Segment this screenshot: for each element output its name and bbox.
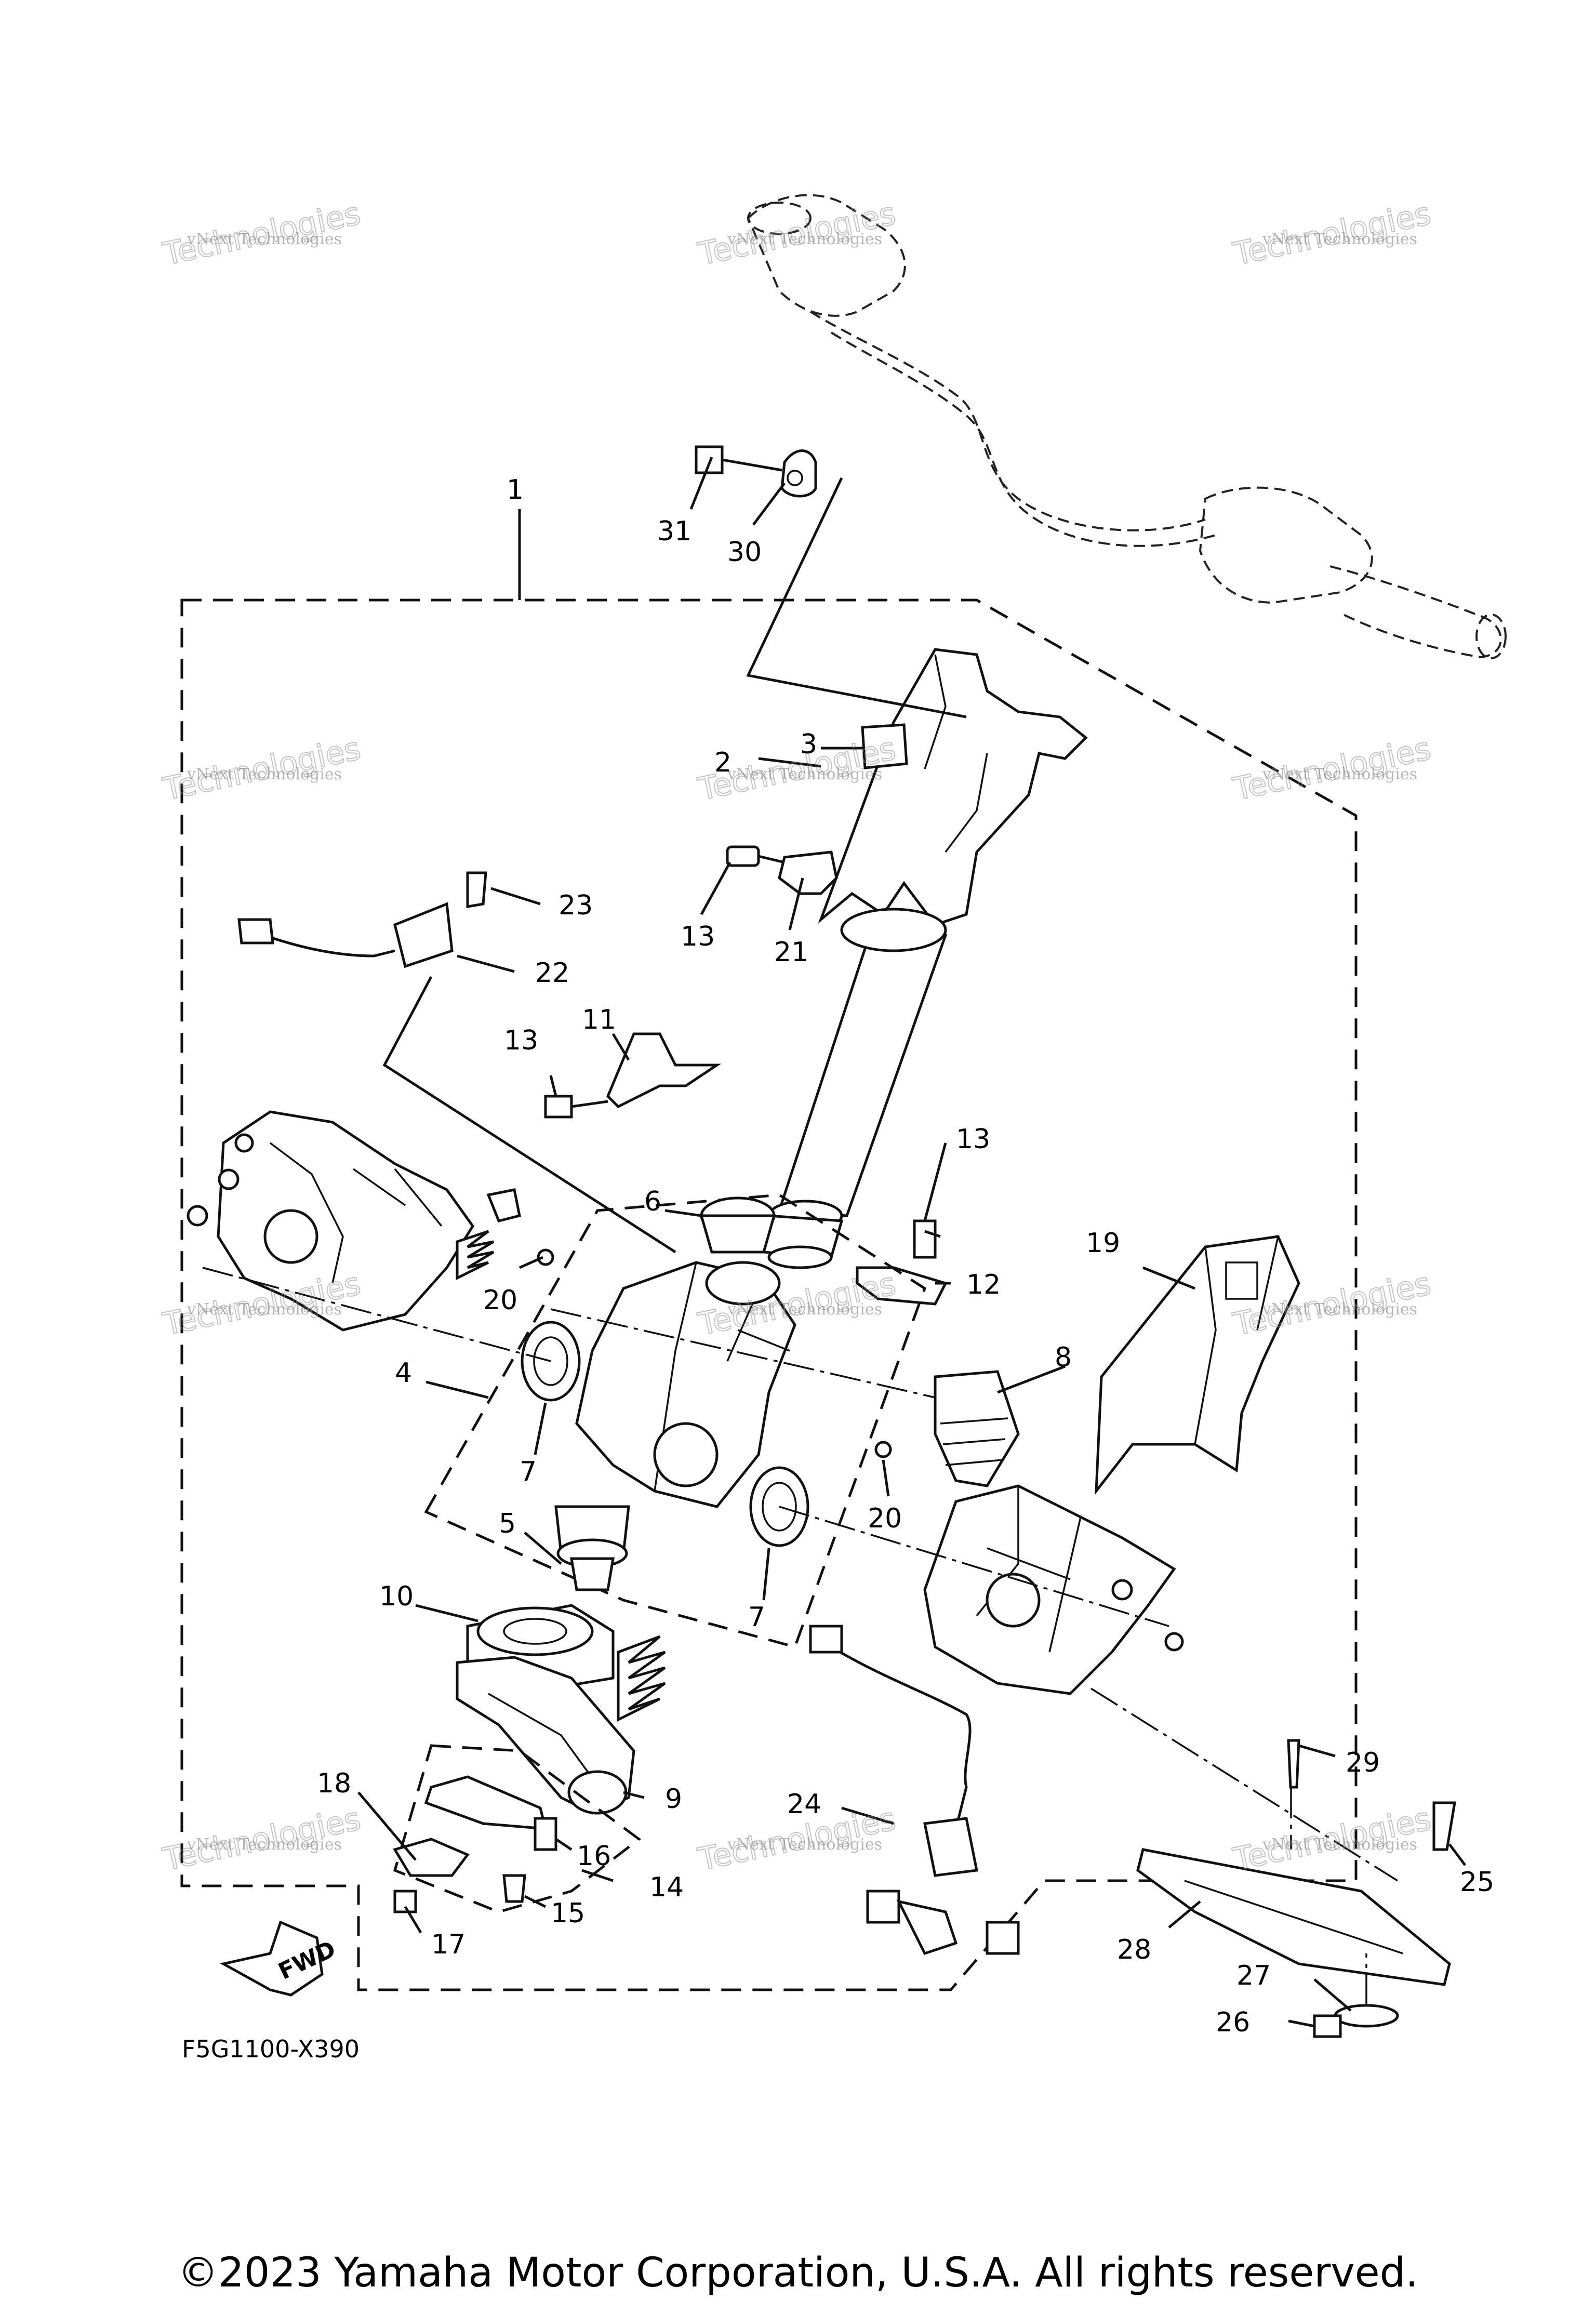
watermarks: vNext Technologies Technologies vNext Te… xyxy=(159,195,1435,1879)
cap-left xyxy=(486,1188,521,1222)
left-housing xyxy=(187,1110,475,1332)
clamp-30 xyxy=(695,445,817,498)
callout-29: 29 xyxy=(1346,1747,1380,1778)
svg-text:Technologies: Technologies xyxy=(160,730,364,808)
assembly-1-boundary xyxy=(180,599,1358,1991)
callout-13-top: 13 xyxy=(681,921,715,952)
steering-column xyxy=(762,648,1088,1269)
svg-text:Technologies: Technologies xyxy=(1230,195,1434,273)
bracket-22 xyxy=(237,871,487,968)
plate-28 xyxy=(1136,1848,1451,1986)
svg-text:vNext Technologies: vNext Technologies xyxy=(187,765,342,783)
callout-19: 19 xyxy=(1086,1228,1120,1259)
nut-20-left xyxy=(537,1248,554,1266)
arm-9 xyxy=(456,1656,635,1815)
svg-text:vNext Technologies: vNext Technologies xyxy=(1262,1836,1417,1854)
callout-27: 27 xyxy=(1236,1960,1271,1991)
svg-text:vNext Technologies: vNext Technologies xyxy=(1262,1300,1417,1319)
callout-26: 26 xyxy=(1216,2007,1250,2038)
callout-1: 1 xyxy=(507,474,524,506)
callout-7-left: 7 xyxy=(520,1456,537,1487)
plate-14 xyxy=(393,1775,557,1913)
callout-8: 8 xyxy=(1055,1342,1072,1373)
svg-text:vNext Technologies: vNext Technologies xyxy=(727,1836,882,1854)
svg-text:Technologies: Technologies xyxy=(1230,730,1434,808)
copyright-notice: ©2023 Yamaha Motor Corporation, U.S.A. A… xyxy=(178,2250,1418,2296)
callout-18: 18 xyxy=(317,1768,351,1799)
callout-24: 24 xyxy=(787,1789,821,1820)
pin-29 xyxy=(1287,1739,1300,1789)
callout-2: 2 xyxy=(714,747,732,778)
bracket-11 xyxy=(544,1032,722,1119)
callout-20-left: 20 xyxy=(483,1285,517,1316)
svg-text:Technologies: Technologies xyxy=(160,1801,364,1878)
callout-25: 25 xyxy=(1460,1867,1494,1898)
callout-12: 12 xyxy=(966,1269,1001,1300)
module-8 xyxy=(934,1370,1020,1487)
callout-6: 6 xyxy=(644,1186,661,1217)
nut-26 xyxy=(1313,2014,1342,2038)
assembly-14-boundary xyxy=(393,1744,642,1913)
callout-9: 9 xyxy=(665,1784,682,1815)
callout-13-mid: 13 xyxy=(504,1025,538,1056)
svg-text:vNext Technologies: vNext Technologies xyxy=(1262,230,1417,248)
svg-text:Technologies: Technologies xyxy=(160,195,364,273)
fwd-arrow: FWD xyxy=(220,1920,340,1997)
lead-24 xyxy=(809,1625,1020,1956)
callout-22: 22 xyxy=(535,957,569,989)
bushing-5 xyxy=(554,1505,630,1591)
svg-text:Technologies: Technologies xyxy=(695,195,899,273)
svg-text:Technologies: Technologies xyxy=(1230,1801,1434,1878)
right-housing xyxy=(923,1484,1184,1695)
callout-20-right: 20 xyxy=(868,1503,902,1534)
callout-17: 17 xyxy=(431,1929,466,1960)
callout-15: 15 xyxy=(551,1898,585,1929)
callout-7-right: 7 xyxy=(748,1602,765,1633)
washer-27 xyxy=(1334,2004,1399,2028)
bolt-25 xyxy=(1432,1801,1456,1851)
callout-21: 21 xyxy=(774,937,808,968)
callout-30: 30 xyxy=(727,537,762,568)
svg-text:vNext Technologies: vNext Technologies xyxy=(187,1300,342,1319)
collar-6 xyxy=(699,1196,776,1254)
callout-14: 14 xyxy=(649,1872,684,1903)
callout-4: 4 xyxy=(395,1358,412,1389)
callout-5: 5 xyxy=(499,1508,516,1539)
svg-text:vNext Technologies: vNext Technologies xyxy=(187,230,342,248)
nut-20-right xyxy=(874,1441,892,1458)
callout-11: 11 xyxy=(582,1004,616,1035)
callout-10: 10 xyxy=(379,1581,414,1612)
svg-text:vNext Technologies: vNext Technologies xyxy=(727,765,882,783)
svg-text:vNext Technologies: vNext Technologies xyxy=(187,1836,342,1854)
svg-text:vNext Technologies: vNext Technologies xyxy=(727,230,882,248)
callout-3: 3 xyxy=(800,729,817,760)
handlebar-phantom xyxy=(747,194,1507,659)
part-3-pad xyxy=(861,723,908,769)
spring-center xyxy=(617,1635,666,1722)
callout-13-right: 13 xyxy=(956,1124,990,1155)
callout-16: 16 xyxy=(577,1841,611,1872)
callout-31: 31 xyxy=(657,516,691,547)
cover-19 xyxy=(1095,1235,1300,1495)
callouts: 1 2 3 4 5 6 7 7 8 9 10 11 12 13 13 13 14… xyxy=(317,474,1494,2038)
assembly-4-boundary xyxy=(424,1193,927,1649)
leader-lines xyxy=(357,457,1466,2028)
spring-left xyxy=(456,1230,495,1281)
tilt-bracket xyxy=(575,1261,796,1508)
svg-text:vNext Technologies: vNext Technologies xyxy=(1262,765,1417,783)
callout-23: 23 xyxy=(558,890,593,921)
switch-21 xyxy=(726,845,838,895)
figure-code: F5G1100-X390 xyxy=(182,2035,360,2063)
callout-28: 28 xyxy=(1117,1934,1151,1965)
svg-text:vNext Technologies: vNext Technologies xyxy=(727,1300,882,1319)
